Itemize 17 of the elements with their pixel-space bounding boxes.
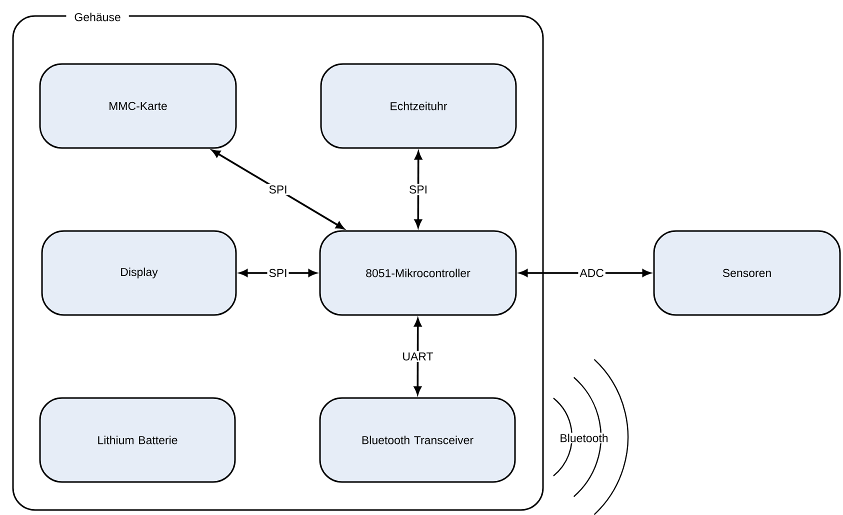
edge-label: SPI: [267, 184, 289, 196]
arrow: [212, 150, 344, 230]
arrow: [239, 269, 317, 277]
signal-label: Bluetooth: [558, 432, 610, 444]
component-box: Echtzeituhr: [320, 63, 517, 149]
external-box: Sensoren: [653, 230, 841, 316]
edge-label: UART: [400, 351, 435, 362]
edge-label: ADC: [578, 267, 606, 279]
component-box: Lithium Batterie: [39, 397, 236, 483]
edge-label: SPI: [267, 267, 289, 279]
arrow: [414, 318, 422, 395]
component-box: 8051-Mikrocontroller: [319, 230, 517, 316]
component-box: Display: [41, 230, 237, 316]
arrow: [414, 151, 422, 228]
component-box: Bluetooth Transceiver: [319, 397, 516, 483]
component-box: MMC-Karte: [39, 63, 237, 149]
edge-label: SPI: [408, 184, 430, 196]
